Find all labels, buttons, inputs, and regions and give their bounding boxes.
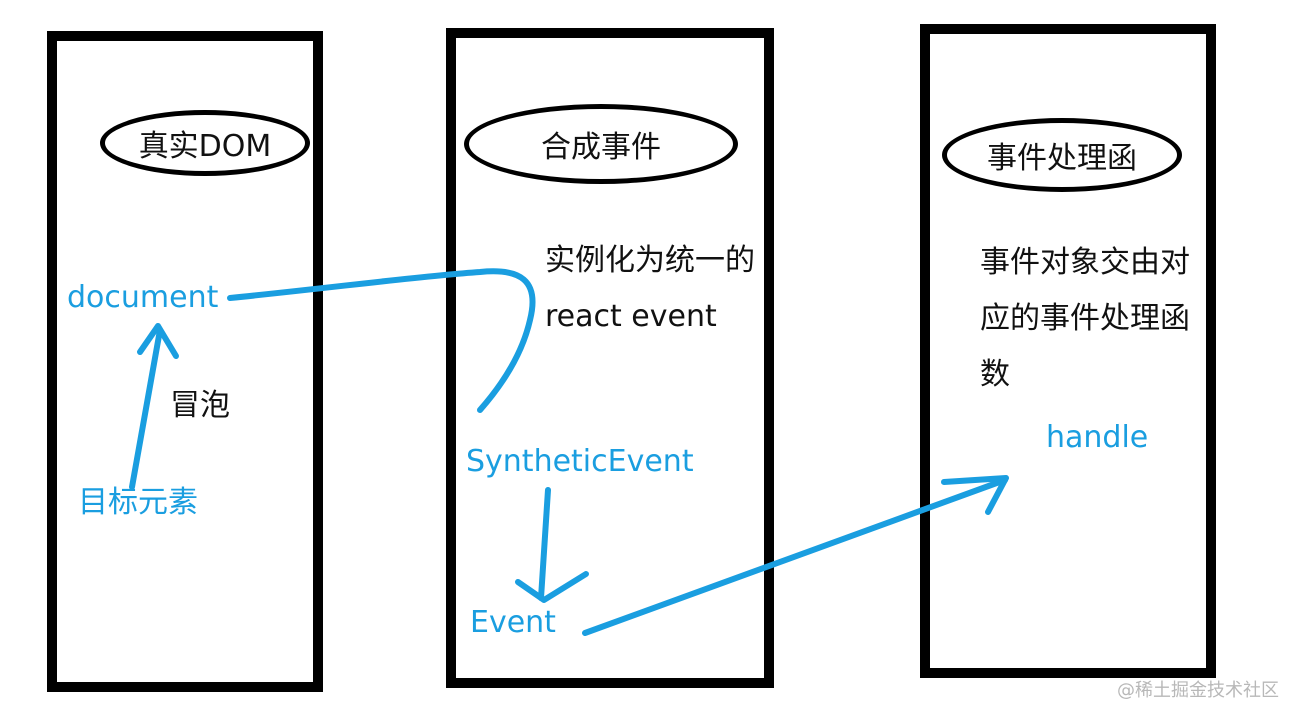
handler-note-line-2: 应的事件处理函	[980, 301, 1190, 336]
synthetic-note-line-2: react event	[545, 299, 717, 334]
synthetic-event-label: SyntheticEvent	[466, 444, 694, 479]
event-handler-box	[920, 24, 1216, 678]
synthetic-event-title: 合成事件	[464, 104, 738, 184]
handle-label: handle	[1046, 420, 1149, 455]
event-label: Event	[470, 605, 556, 640]
real-dom-title: 真实DOM	[100, 110, 310, 176]
synthetic-note-line-1: 实例化为统一的	[545, 243, 755, 278]
target-element-label: 目标元素	[78, 485, 198, 520]
synthetic-note: 实例化为统一的 react event	[545, 233, 755, 345]
event-handler-title: 事件处理函	[942, 118, 1182, 192]
handler-note-line-3: 数	[980, 357, 1010, 392]
watermark: @稀土掘金技术社区	[1117, 680, 1279, 701]
handler-note-line-1: 事件对象交由对	[980, 245, 1190, 280]
bubble-label: 冒泡	[170, 388, 230, 423]
handler-note: 事件对象交由对 应的事件处理函 数	[980, 235, 1190, 403]
document-label: document	[67, 280, 219, 315]
